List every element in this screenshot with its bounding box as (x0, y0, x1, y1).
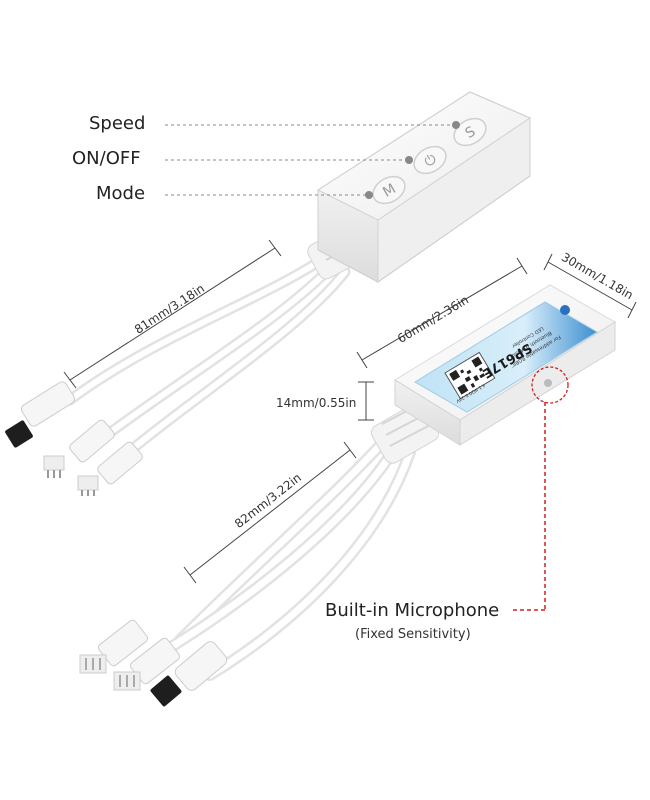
dc-connector-bottom (150, 641, 228, 707)
power-button[interactable]: ⏻ (409, 141, 450, 179)
bluetooth-icon (560, 305, 570, 315)
product-label: SP617E LED Controller Bluetooth & Music … (414, 301, 598, 413)
dim-box-width (543, 253, 637, 319)
speed-label: Speed (89, 113, 146, 134)
qr-code-icon (444, 351, 496, 400)
button-leaders (165, 121, 460, 199)
sp617e-controller: SP617E LED Controller Bluetooth & Music … (79, 284, 616, 707)
speed-button[interactable]: S (449, 113, 490, 151)
jst-connector-bottom-1 (79, 619, 149, 674)
dim-cable-bottom (183, 441, 357, 584)
microphone-leader (512, 402, 546, 611)
dim-box-height-label: 14mm/0.55in (276, 396, 357, 410)
dim-box-height (358, 381, 374, 421)
on-off-label: ON/OFF (72, 148, 141, 169)
dim-cable-top (63, 239, 282, 389)
microphone-hole (544, 379, 552, 387)
microphone-callout-title: Built-in Microphone (325, 600, 500, 621)
dim-box-length (356, 257, 528, 369)
jst-connector-top-2 (77, 441, 143, 496)
mode-label: Mode (96, 183, 146, 204)
microphone-callout-subtitle: (Fixed Sensitivity) (355, 627, 471, 642)
jst-connector-top-1 (43, 419, 115, 478)
dc-connector-top (5, 381, 76, 448)
jst-connector-bottom-2 (113, 637, 181, 691)
mode-button[interactable]: M (368, 171, 409, 209)
